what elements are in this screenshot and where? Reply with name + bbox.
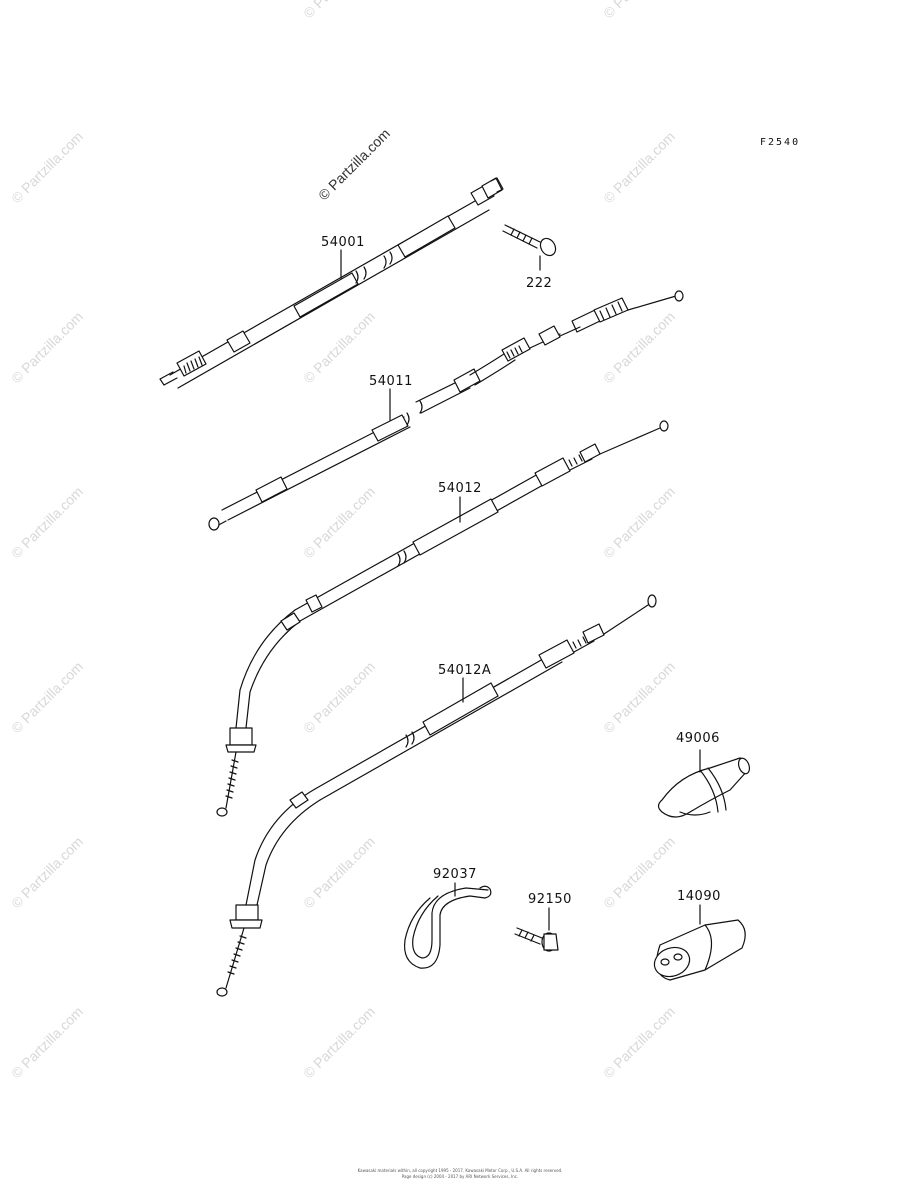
copyright-line-1: Kawasaki materials within, all copyright… — [357, 1168, 563, 1173]
part-54012a-cable-drawing — [216, 594, 657, 997]
part-54012-cable-drawing — [216, 420, 669, 817]
part-label-54001[interactable]: 54001 — [321, 235, 365, 250]
part-label-222[interactable]: 222 — [526, 276, 553, 291]
copyright-line-2: Page design (c) 2004 - 2017 by ARI Netwo… — [401, 1174, 519, 1179]
part-49006-boot-drawing — [657, 757, 751, 818]
part-label-49006[interactable]: 49006 — [676, 731, 720, 746]
part-14090-cap-drawing — [653, 904, 746, 981]
part-54011-cable-drawing — [208, 290, 684, 531]
part-92037-clamp-drawing — [403, 882, 492, 969]
copyright-footer: Kawasaki materials within, all copyright… — [300, 1168, 620, 1180]
part-label-54011[interactable]: 54011 — [369, 374, 413, 389]
leader-lines — [340, 249, 701, 773]
part-label-54012[interactable]: 54012 — [438, 481, 482, 496]
part-label-92037[interactable]: 92037 — [433, 867, 477, 882]
part-222-bolt-drawing — [502, 224, 557, 271]
figure-code: F2540 — [760, 137, 801, 148]
part-label-14090[interactable]: 14090 — [677, 889, 721, 904]
part-92150-bolt-drawing — [514, 907, 559, 952]
part-label-54012a[interactable]: 54012A — [438, 663, 492, 678]
part-54001-cable-drawing — [159, 177, 504, 389]
part-label-92150[interactable]: 92150 — [528, 892, 572, 907]
